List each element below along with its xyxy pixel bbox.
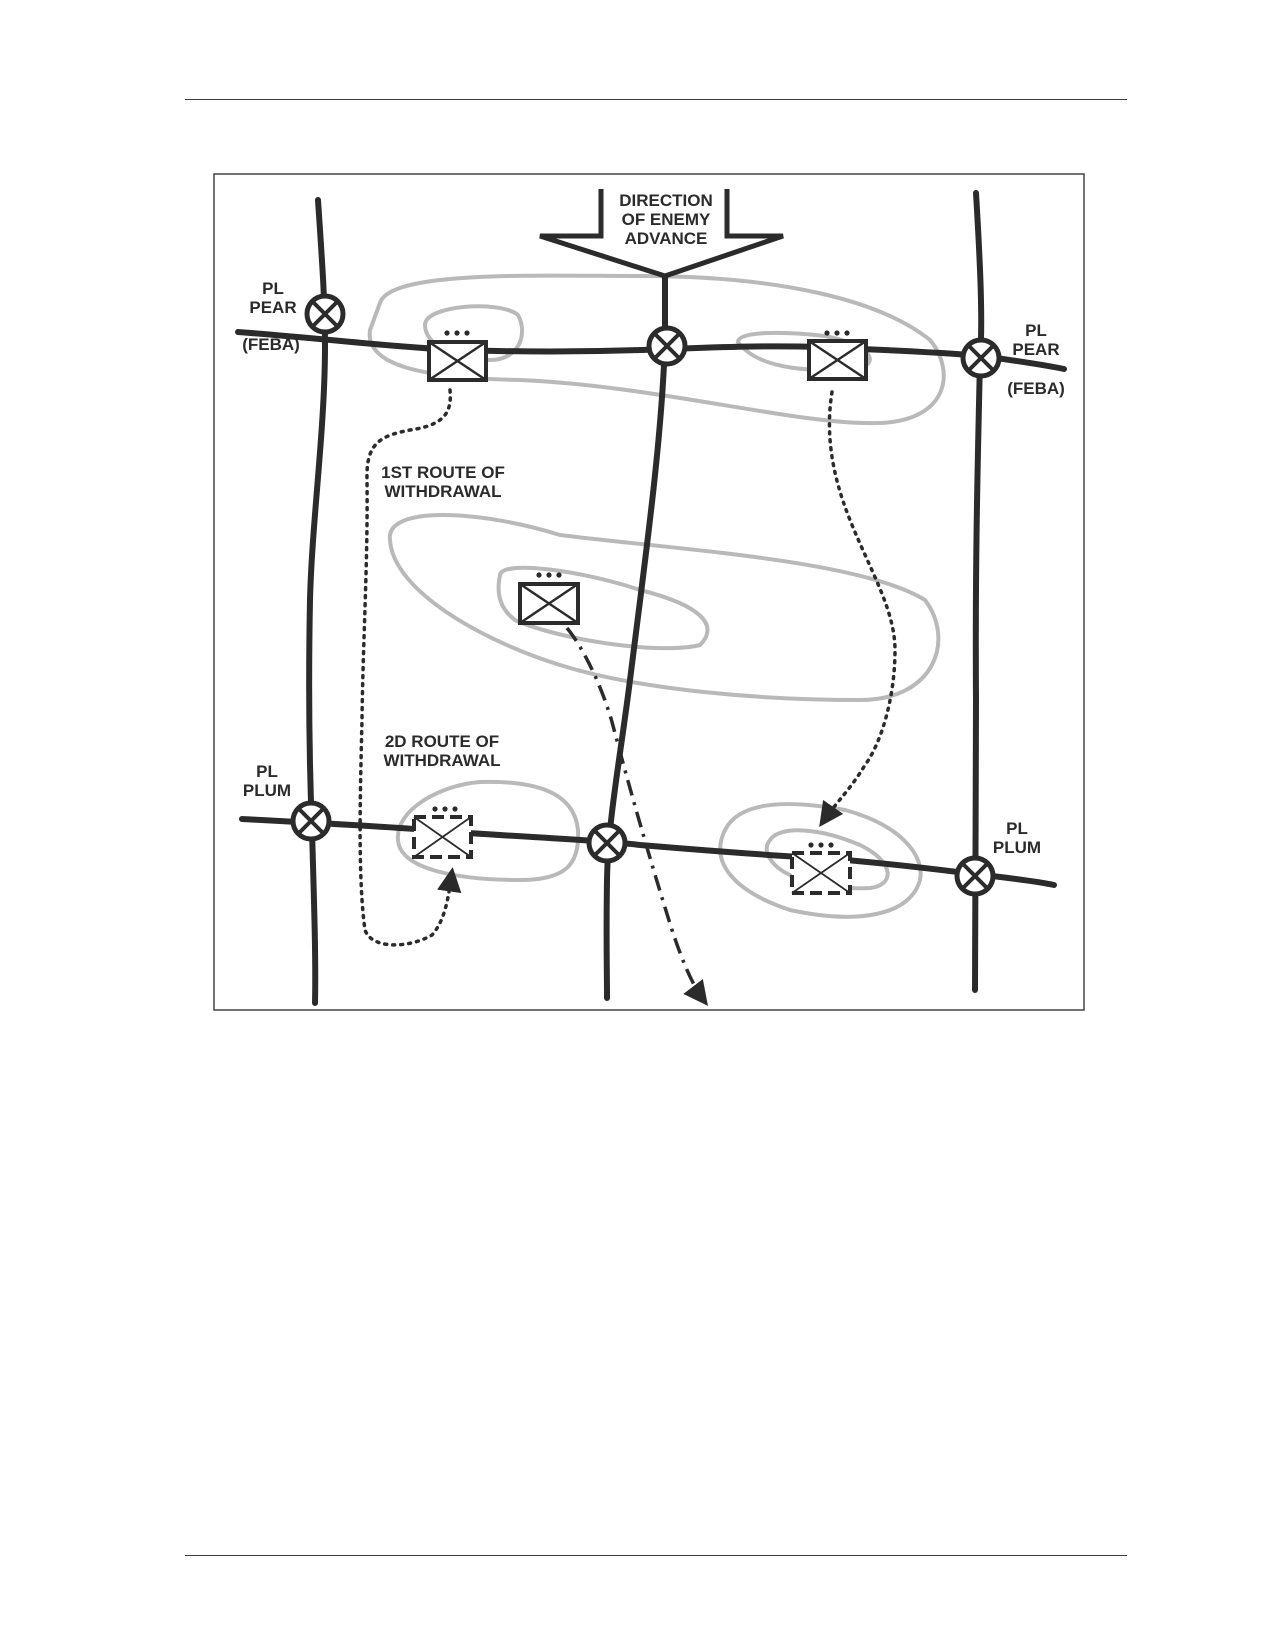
- hill-contour-bottom-right-outer: [718, 802, 923, 919]
- figure-frame: [213, 173, 1085, 1011]
- route-first-label-2: WITHDRAWAL: [384, 482, 501, 501]
- pl-plum-left-label-2: PLUM: [243, 781, 291, 800]
- road-center-vertical: [603, 266, 668, 1001]
- contact-point-icon: [586, 822, 628, 864]
- withdrawal-arrow-icon: [819, 390, 897, 828]
- diagram-labels: DIRECTION OF ENEMY ADVANCE PL PEAR (FEBA…: [242, 191, 1065, 857]
- header-rule: [185, 99, 1127, 100]
- contact-points: [290, 293, 1002, 897]
- contact-point-icon: [646, 325, 688, 367]
- hill-contour-middle-outer: [387, 513, 941, 703]
- pl-pear-left-label-3: (FEBA): [242, 335, 300, 354]
- hill-contour-bottom-right-inner: [764, 828, 890, 891]
- contact-point-icon: [954, 855, 996, 897]
- hill-contour-top-outer: [367, 273, 946, 426]
- hill-contour-middle-inner: [496, 565, 710, 651]
- route-second-label-1: 2D ROUTE OF: [385, 732, 499, 751]
- pl-pear-right-label-2: PEAR: [1012, 340, 1059, 359]
- route-first-label-1: 1ST ROUTE OF: [381, 463, 505, 482]
- roads: [235, 190, 1067, 1006]
- hill-contour-top-right-inner: [735, 330, 872, 372]
- unit-symbol-icon: [427, 330, 488, 382]
- enemy-advance-label-3: ADVANCE: [625, 229, 708, 248]
- planned-position-icon: [790, 842, 852, 895]
- unit-positions: [427, 330, 868, 625]
- planned-positions: [412, 806, 852, 895]
- unit-symbol-icon: [807, 330, 868, 381]
- enemy-advance-arrow-icon: [539, 189, 784, 279]
- planned-position-icon: [412, 806, 473, 859]
- enemy-advance-label-1: DIRECTION: [619, 191, 713, 210]
- terrain-contours: [367, 273, 946, 919]
- unit-symbol-icon: [518, 572, 580, 625]
- pl-pear-left-label-1: PL: [262, 279, 284, 298]
- pl-pear-right-label-1: PL: [1025, 321, 1047, 340]
- footer-rule: [185, 1555, 1127, 1556]
- route-second-label-2: WITHDRAWAL: [383, 751, 500, 770]
- pl-plum-right-label-1: PL: [1006, 819, 1028, 838]
- pl-plum-right-label-2: PLUM: [993, 838, 1041, 857]
- pl-pear-left-label-2: PEAR: [249, 298, 296, 317]
- pl-pear-right-label-3: (FEBA): [1007, 379, 1065, 398]
- contact-point-icon: [304, 293, 346, 335]
- contact-point-icon: [960, 337, 1002, 379]
- enemy-advance-label-2: OF ENEMY: [622, 210, 711, 229]
- road-right-vertical: [972, 190, 985, 993]
- pl-plum-left-label-1: PL: [256, 762, 278, 781]
- enemy-advance-arrow: [539, 189, 784, 279]
- contact-point-icon: [290, 800, 332, 842]
- withdrawal-routes: [358, 388, 897, 1006]
